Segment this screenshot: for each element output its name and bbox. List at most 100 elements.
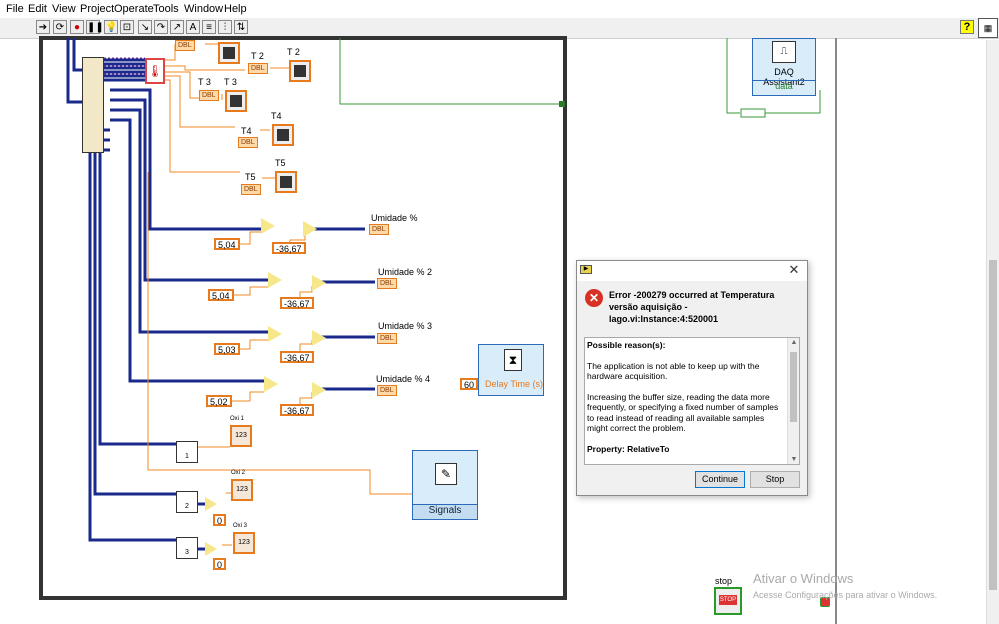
label-oxi-3: Oxi 3	[233, 523, 248, 529]
dbl-indicator-umidade-2[interactable]: DBL	[377, 278, 397, 289]
daq-icon: ⎍	[772, 41, 796, 63]
unbundle-node[interactable]	[82, 57, 104, 153]
dbl-indicator-t2[interactable]: DBL	[248, 63, 268, 74]
stop-dialog-button[interactable]: Stop	[750, 471, 800, 488]
reasons-heading: Possible reason(s):	[587, 340, 666, 350]
step-into-icon[interactable]: ↘	[138, 20, 152, 34]
details-scrollbar[interactable]: ▲ ▼	[787, 338, 799, 464]
constant-5-03[interactable]: 5,03	[214, 343, 240, 355]
stop-button[interactable]: STOP	[714, 587, 742, 615]
numeric-indicator-oxi-3[interactable]: 123	[233, 532, 255, 554]
menu-project[interactable]: Project	[80, 3, 115, 15]
waveform-graph-t1-icon[interactable]	[218, 42, 240, 64]
signals-label: Signals	[413, 504, 477, 519]
run-arrow-icon[interactable]: ➔	[36, 20, 50, 34]
dbl-indicator-umidade-4[interactable]: DBL	[377, 385, 397, 396]
reorder-icon[interactable]: ⇅	[234, 20, 248, 34]
subtract-icon[interactable]	[261, 218, 275, 234]
error-message: Error -200279 occurred at Temperatura ve…	[609, 290, 775, 324]
menu-edit[interactable]: Edit	[28, 3, 47, 15]
menu-operate[interactable]: Operate	[114, 3, 154, 15]
numeric-indicator-oxi-1[interactable]: 123	[230, 425, 252, 447]
retain-wire-values-icon[interactable]: ⊡	[120, 20, 134, 34]
waveform-graph-t5-icon[interactable]	[275, 171, 297, 193]
activation-watermark-text: Acesse Configurações para ativar o Windo…	[753, 590, 938, 600]
step-out-icon[interactable]: ↗	[170, 20, 184, 34]
daq-assistant-express-vi[interactable]: ⎍ DAQ Assistant2 data	[752, 38, 816, 96]
label-umidade-3: Umidade % 3	[378, 321, 433, 331]
waveform-graph-t3-icon[interactable]	[225, 90, 247, 112]
subtract-icon-2[interactable]	[268, 272, 282, 288]
tunnel-terminal	[559, 101, 565, 107]
dbl-indicator-t5[interactable]: DBL	[241, 184, 261, 195]
daq-data-terminal: data	[753, 80, 815, 95]
label-t5-graph: T5	[275, 158, 286, 168]
waveform-graph-t2-icon[interactable]	[289, 60, 311, 82]
constant-5-04-a[interactable]: 5,04	[214, 238, 240, 250]
label-t4: T4	[241, 126, 252, 136]
constant-zero-2[interactable]: 0	[213, 558, 227, 570]
thermometer-icon[interactable]: 🌡	[145, 58, 165, 84]
time-delay-express-vi[interactable]: ⧗ Delay Time (s)	[478, 344, 544, 396]
write-signals-express-vi[interactable]: ✎ Signals	[412, 450, 478, 520]
constant-5-02[interactable]: 5,02	[206, 395, 232, 407]
abort-icon[interactable]: ●	[70, 20, 84, 34]
scrollbar-thumb[interactable]	[989, 260, 997, 590]
subtract-icon-3[interactable]	[268, 326, 282, 342]
align-icon[interactable]: ≡	[202, 20, 216, 34]
numeric-indicator-oxi-2[interactable]: 123	[231, 479, 253, 501]
close-icon[interactable]: ✕	[788, 262, 800, 277]
menu-file[interactable]: File	[6, 3, 24, 15]
highlight-execution-icon[interactable]: 💡	[104, 20, 118, 34]
error-icon: ✕	[585, 289, 603, 307]
constant-minus-36-67-d[interactable]: -36,67	[280, 404, 314, 416]
delay-constant[interactable]: 60	[460, 378, 479, 390]
green-frame	[339, 38, 562, 105]
menu-tools[interactable]: Tools	[153, 3, 179, 15]
compare-icon[interactable]	[205, 497, 217, 511]
waveform-graph-t4-icon[interactable]	[272, 124, 294, 146]
multiply-icon[interactable]	[303, 221, 317, 237]
constant-5-04-b[interactable]: 5,04	[208, 289, 234, 301]
distribute-icon[interactable]: ⫶	[218, 20, 232, 34]
pause-icon[interactable]: ❚❚	[86, 20, 104, 34]
menu-view[interactable]: View	[52, 3, 76, 15]
text-settings-icon[interactable]: A	[186, 20, 200, 34]
menu-window[interactable]: Window	[184, 3, 224, 15]
subtract-icon-4[interactable]	[264, 376, 278, 392]
gauge-icon-2[interactable]: 2	[176, 491, 198, 513]
constant-zero-1[interactable]: 0	[213, 514, 227, 526]
context-help-button[interactable]: ?	[960, 20, 974, 34]
multiply-icon-2[interactable]	[312, 275, 326, 291]
dialog-titlebar: ▶ ✕	[577, 261, 807, 281]
constant-minus-36-67-b[interactable]: -36,67	[280, 297, 314, 309]
loop-condition-icon[interactable]	[820, 597, 830, 607]
vertical-scrollbar[interactable]	[986, 40, 999, 624]
dbl-indicator-t3[interactable]: DBL	[199, 90, 219, 101]
dbl-indicator-umidade-3[interactable]: DBL	[377, 333, 397, 344]
dbl-indicator-t4[interactable]: DBL	[238, 137, 258, 148]
continue-button[interactable]: Continue	[695, 471, 745, 488]
compare-icon-2[interactable]	[205, 542, 217, 556]
label-t2-graph: T 2	[287, 47, 300, 57]
dbl-indicator-t1[interactable]: DBL	[175, 40, 195, 51]
multiply-icon-3[interactable]	[312, 330, 326, 346]
label-oxi-2: Oxi 2	[231, 470, 246, 476]
gauge-icon-1[interactable]: 1	[176, 441, 198, 463]
scroll-down-icon[interactable]: ▼	[790, 456, 798, 463]
step-over-icon[interactable]: ↷	[154, 20, 168, 34]
dbl-indicator-umidade-1[interactable]: DBL	[369, 224, 389, 235]
menu-help[interactable]: Help	[224, 3, 247, 15]
error-details-box: Possible reason(s): The application is n…	[584, 337, 800, 465]
multiply-icon-4[interactable]	[312, 382, 326, 398]
daq-title: DAQ Assistant2	[763, 67, 805, 87]
scroll-thumb[interactable]	[790, 352, 797, 422]
gauge-icon-3[interactable]: 3	[176, 537, 198, 559]
constant-minus-36-67-a[interactable]: -36,67	[272, 242, 306, 254]
label-t3-graph: T 3	[224, 77, 237, 87]
scroll-up-icon[interactable]: ▲	[790, 339, 798, 346]
constant-minus-36-67-c[interactable]: -36,67	[280, 351, 314, 363]
run-continuously-icon[interactable]: ⟳	[53, 20, 67, 34]
label-oxi-1: Oxi 1	[230, 416, 245, 422]
